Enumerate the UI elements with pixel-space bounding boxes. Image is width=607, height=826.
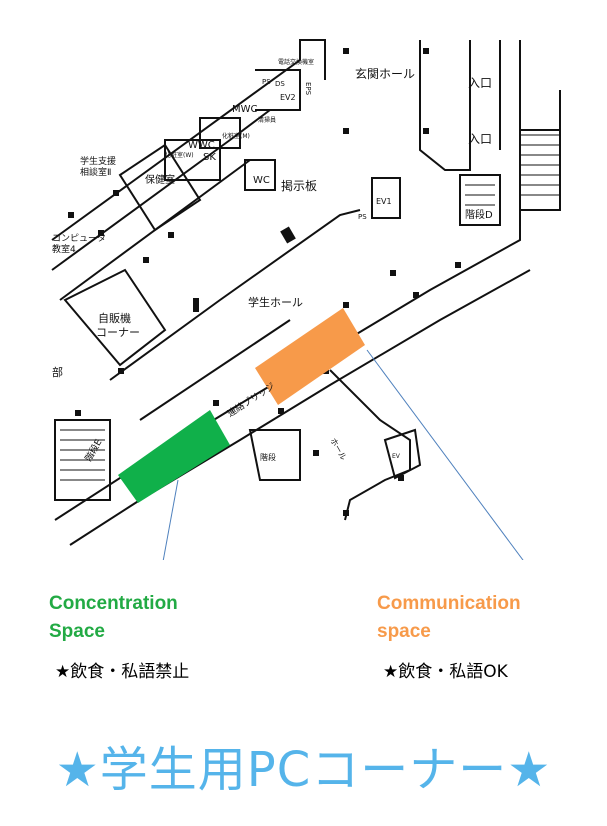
concentration-space-zone — [118, 410, 230, 503]
room-label-student-support: 学生支援 相談室Ⅱ — [80, 155, 119, 178]
room-label-hall: ホール — [328, 437, 348, 462]
floor-map: 電話交換機室 EPS PS DS EV2 玄関ホール 入口 入口 MWC 清掃員… — [51, 39, 561, 560]
room-label-ps: PS — [262, 78, 271, 86]
communication-legend-line2: space — [377, 621, 431, 642]
room-label-bulletin: 掲示板 — [281, 178, 317, 193]
room-label-stairs-d: 階段D — [465, 208, 493, 221]
concentration-legend-line2: Space — [49, 621, 105, 642]
room-label-eps: EPS — [304, 82, 312, 96]
room-label-bridge: 連絡ブリッジ — [225, 380, 277, 419]
concentration-arrow — [162, 479, 179, 560]
room-labels: 電話交換機室 EPS PS DS EV2 玄関ホール 入口 入口 MWC 清掃員… — [52, 58, 493, 464]
room-label-vending: 自販機 コーナー — [96, 311, 140, 339]
room-label-ds: DS — [275, 80, 285, 88]
room-label-student-support-2: 相談室Ⅱ — [80, 166, 111, 178]
room-label-stair-box: 階段 — [260, 452, 276, 462]
room-label-entrance-hall: 玄関ホール — [355, 66, 415, 81]
room-label-wc: WC — [253, 175, 270, 186]
stairs-right-stripes — [60, 134, 560, 481]
pillars — [68, 48, 461, 516]
room-label-eps-top: 電話交換機室 — [278, 58, 314, 66]
communication-legend-line1: Communication — [377, 593, 521, 614]
room-label-computer-room-1: コンピュータ — [52, 233, 106, 244]
room-label-ps2: PS — [358, 213, 367, 221]
room-label-ev1: EV1 — [376, 197, 392, 206]
room-label-ev2: EV2 — [280, 93, 296, 102]
room-label-wwc: WWC — [188, 140, 215, 151]
room-label-entrance-1: 入口 — [468, 76, 492, 90]
room-label-entrance-2: 入口 — [468, 132, 492, 146]
concentration-legend-line1: Concentration — [49, 593, 178, 614]
concentration-legend-note: ★飲食・私語禁止 — [55, 662, 190, 682]
concentration-legend-title: Concentration Space — [49, 590, 178, 646]
room-label-computer-room: コンピュータ 教室4 — [52, 233, 109, 255]
room-label-student-hall: 学生ホール — [248, 295, 303, 309]
room-label-vending-1: 自販機 — [98, 311, 131, 325]
communication-space-zone — [255, 308, 365, 405]
room-label-student-support-1: 学生支援 — [80, 155, 116, 167]
room-label-vending-2: コーナー — [96, 326, 140, 339]
page-banner-title: ★学生用PCコーナー★ — [55, 742, 552, 798]
room-label-bu: 部 — [52, 365, 63, 379]
room-label-powder-w: 化粧室(W) — [165, 151, 194, 159]
room-label-cleaning: 清掃員 — [258, 116, 276, 124]
room-label-powder-m: 化粧室(M) — [222, 132, 250, 140]
room-label-sk: SK — [203, 152, 216, 163]
communication-legend-title: Communication space — [377, 590, 521, 646]
room-label-ev: EV — [392, 453, 401, 460]
communication-arrow — [366, 349, 524, 560]
room-label-health-room: 保健室 — [145, 173, 175, 186]
communication-legend-note: ★飲食・私語OK — [383, 662, 508, 682]
room-label-computer-room-2: 教室4 — [52, 243, 76, 255]
room-label-mwc: MWC — [232, 104, 258, 115]
